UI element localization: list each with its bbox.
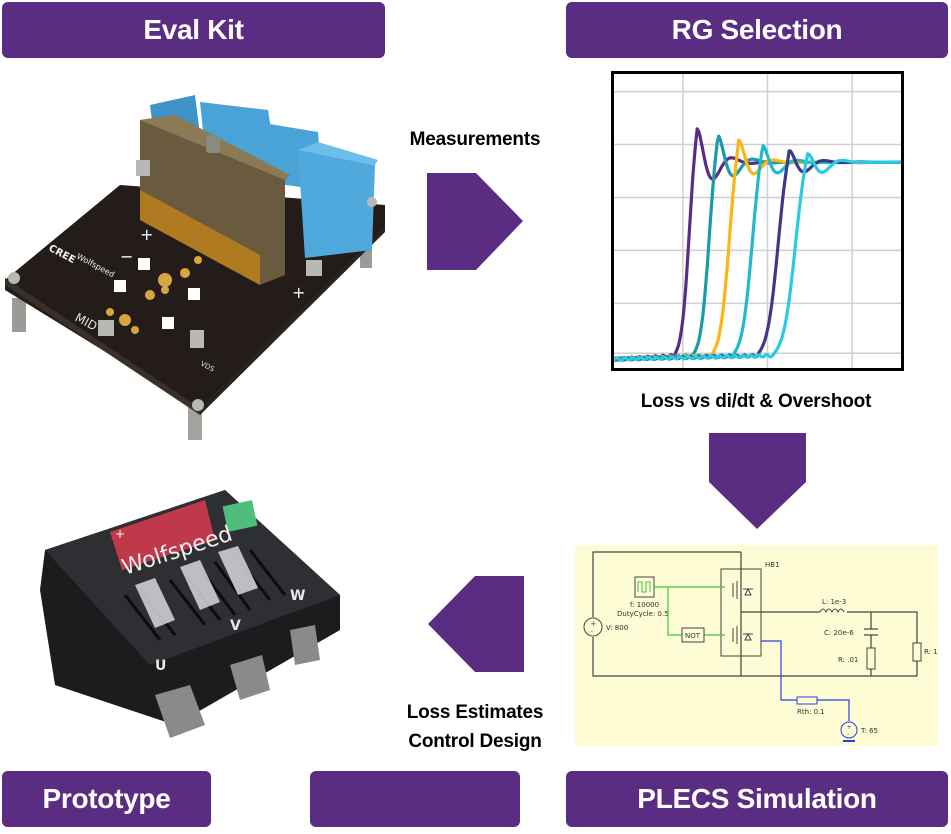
chart-grid [611,71,904,371]
inductor-icon [819,608,845,614]
busbar-covers [135,546,258,628]
eval-board-pcb-edge [5,278,200,415]
mosfet-icons [732,581,753,644]
load-resistor-icon [912,642,922,662]
stage-label-eval-kit: Eval Kit [2,2,385,58]
hb1-block [720,568,762,657]
arrow-left-icon [428,576,524,672]
caption-loss-estimates: Loss Estimates [406,702,544,723]
esr-resistor-icon [866,647,876,670]
pulse-duty-label: DutyCycle: 0.5 [617,610,669,618]
caption-control-design: Control Design [408,731,542,752]
thermal-wires [761,640,855,742]
current-shunt-block [140,115,290,285]
arrow-down-icon [709,433,806,529]
plecs-canvas [575,545,938,746]
power-wires [592,551,918,677]
stage-label-rg-selection-text: RG Selection [671,14,843,45]
dc-source-icon: + - [583,617,603,637]
stage-label-eval-kit-text: Eval Kit [143,14,244,45]
gate-signal-wires [654,586,725,636]
stage-label-plecs-simulation-text: PLECS Simulation [637,783,877,814]
ambient-temperature-label: T: 65 [860,727,878,735]
control-board [110,500,215,570]
caption-loss-vs-didt: Loss vs di/dt & Overshoot [640,391,872,412]
svg-text:+: + [591,620,597,628]
chart-series-line-4 [613,144,902,362]
plus-mark-right: + [292,283,305,302]
pulse-generator-icon [634,576,655,598]
dc-source-label: V: 800 [606,624,628,632]
chart-series-line-6 [613,152,902,362]
not-gate-label: NOT [685,632,701,640]
plus-mark: + [115,527,125,541]
stage-label-rg-selection: RG Selection [566,2,948,58]
prototype-photo: Wolfspeed U V W + [40,490,340,738]
plus-mark: + [140,225,153,244]
svg-text:+: + [847,724,852,731]
rth-label: Rth: 0.1 [797,708,825,716]
plecs-schematic: HB1 + - V: 800 f: 10000 DutyCycle: 0.5 N… [575,545,938,746]
rg-selection-chart [611,71,904,371]
stage-label-plecs-simulation-box: PLECS Simulation [566,771,948,827]
phase-v-label: V [230,618,241,634]
capacitor-icon [864,628,878,636]
green-connector [222,500,258,532]
arrow-right-icon [427,173,523,270]
load-resistor-label: R: 1 [924,648,938,656]
chart-series [612,127,902,362]
caption-measurements: Measurements [409,129,541,150]
stage-label-plecs-simulation [310,771,520,827]
rth-icon [796,696,818,705]
stage-label-prototype-box: Prototype [2,771,211,827]
not-gate: NOT [681,627,705,643]
bnc-connector [206,135,220,153]
eval-kit-photo: CREE Wolfspeed MID VDS + + − [5,95,385,440]
capacitor-label: C: 20e-6 [824,629,854,637]
esr-resistor-label: R: .01 [838,656,858,664]
phase-terminals [155,625,320,738]
board-screws [8,160,377,411]
phase-w-label: W [290,588,305,604]
stage-label-prototype-text: Prototype [42,783,171,814]
svg-text:-: - [591,628,594,636]
pulse-freq-label: f: 10000 [630,601,659,609]
phase-u-label: U [155,658,166,674]
hb1-label: HB1 [765,561,780,569]
inductor-label: L: 1e-3 [822,598,846,606]
board-cutouts [114,258,200,329]
minus-mark: − [120,247,133,266]
chart-frame [611,71,904,371]
svg-text:-: - [847,731,849,738]
terminal-pads [106,256,202,334]
ambient-temperature-source-icon: + - [840,721,858,739]
